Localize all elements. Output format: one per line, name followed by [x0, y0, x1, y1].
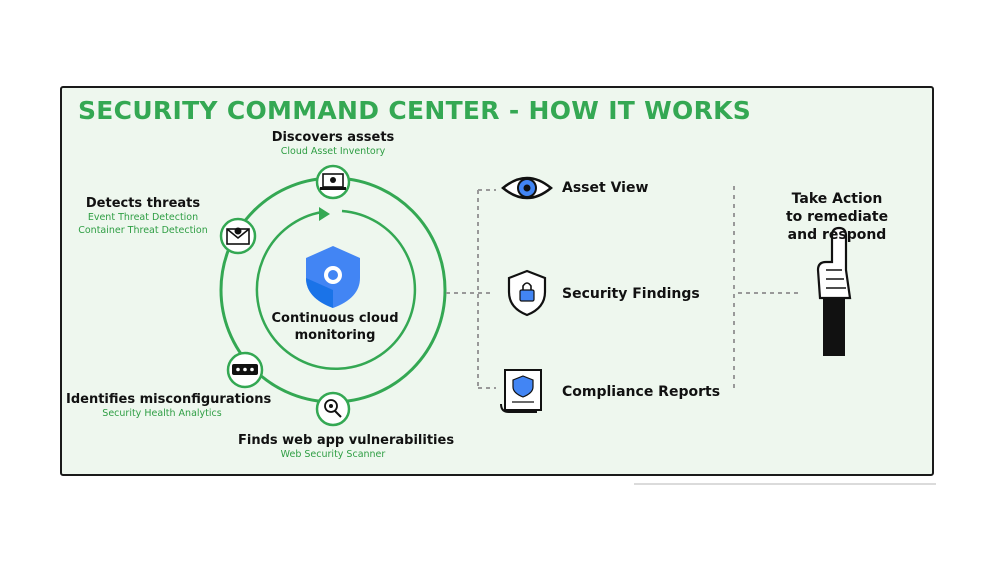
output-compliance-reports: Compliance Reports — [562, 384, 721, 400]
shield-logo-icon — [306, 246, 360, 308]
page-title: SECURITY COMMAND CENTER - HOW IT WORKS — [78, 96, 752, 125]
eye-icon — [501, 176, 553, 200]
password-field-icon — [226, 351, 264, 389]
node-title: Discovers assets — [271, 130, 395, 145]
action-label: Take Action to remediate and respond — [772, 190, 902, 244]
action-line-2: to remediate — [785, 209, 889, 225]
diagram-panel — [60, 86, 934, 476]
node-subtitle: Security Health Analytics — [102, 408, 222, 419]
node-title: Detects threats — [85, 196, 201, 211]
output-asset-view: Asset View — [562, 180, 649, 196]
envelope-skull-icon — [219, 217, 257, 255]
node-label-discovers-assets: Discovers assets Cloud Asset Inventory — [262, 130, 404, 158]
center-line-1: Continuous cloud — [271, 311, 399, 326]
output-security-findings: Security Findings — [562, 286, 700, 302]
scroll-shield-icon — [500, 369, 542, 413]
laptop-bug-icon — [315, 164, 351, 200]
center-label: Continuous cloud monitoring — [268, 310, 402, 344]
node-subtitle: Event Threat Detection — [87, 212, 199, 223]
cycle-arrowhead — [319, 207, 330, 221]
node-label-detects-threats: Detects threats Event Threat Detection C… — [68, 196, 218, 237]
node-title: Identifies misconfigurations — [66, 392, 272, 407]
action-line-1: Take Action — [791, 191, 883, 207]
action-line-3: and respond — [787, 227, 887, 243]
node-label-misconfigurations: Identifies misconfigurations Security He… — [66, 392, 272, 420]
node-subtitle: Container Threat Detection — [78, 225, 208, 236]
magnifier-bug-icon — [315, 391, 351, 427]
node-title: Finds web app vulnerabilities — [238, 433, 455, 448]
shield-lock-icon — [507, 269, 547, 317]
center-line-2: monitoring — [294, 328, 376, 343]
node-subtitle: Web Security Scanner — [280, 449, 386, 460]
node-subtitle: Cloud Asset Inventory — [280, 146, 386, 157]
node-label-web-vulnerabilities: Finds web app vulnerabilities Web Securi… — [238, 433, 455, 461]
cycle-arrow — [255, 209, 417, 371]
raised-hand-icon — [816, 226, 852, 356]
